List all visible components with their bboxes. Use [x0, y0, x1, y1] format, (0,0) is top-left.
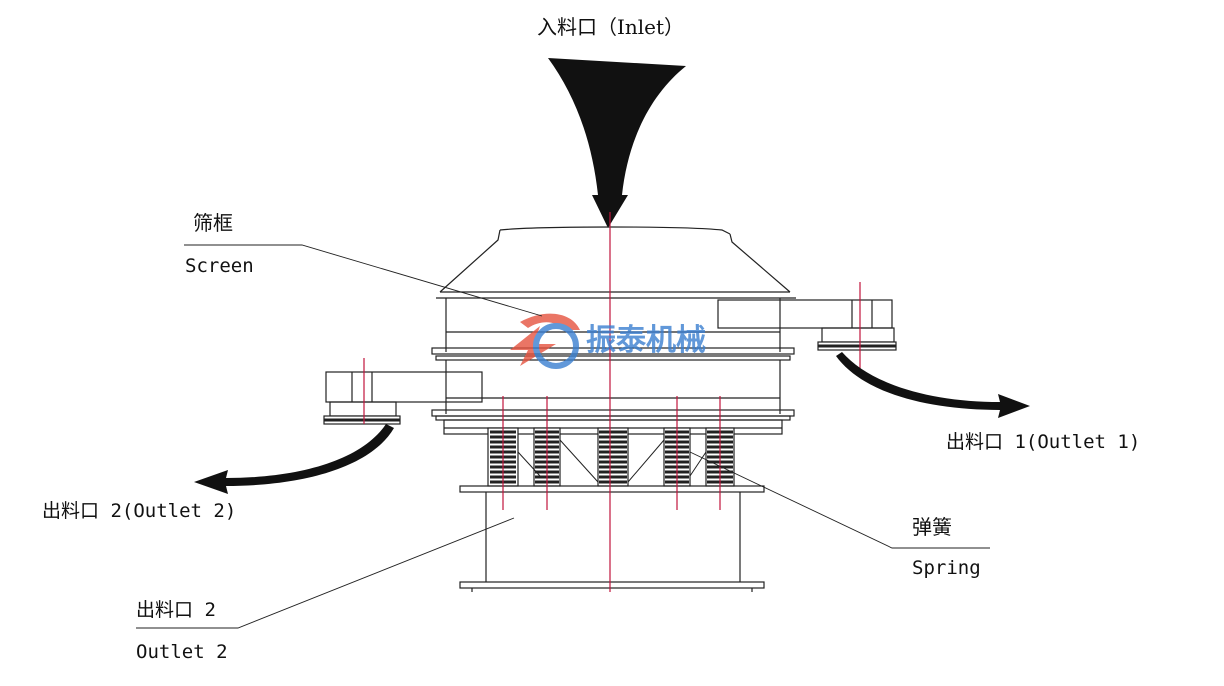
outlet-2-arrow	[194, 424, 394, 494]
leader-lines	[136, 244, 990, 629]
outlet-1-arrow	[836, 352, 1030, 418]
outlet-2-bottom-label-cn: 出料口 2	[136, 599, 216, 621]
spring-leader	[689, 451, 990, 549]
watermark-logo: 振泰机械	[510, 313, 706, 369]
top-cover	[436, 226, 796, 299]
centerlines	[363, 212, 861, 592]
spring-3	[597, 427, 629, 487]
outlet-1-label: 出料口 1(Outlet 1)	[946, 431, 1140, 453]
spring-label-en: Spring	[912, 557, 981, 579]
outlet-2-side-label: 出料口 2(Outlet 2)	[42, 500, 236, 522]
outlet-2-bottom-label-en: Outlet 2	[136, 641, 228, 663]
outlet-2-spout	[323, 371, 483, 425]
springs	[487, 427, 735, 487]
inlet-arrow	[548, 58, 686, 228]
screen-leader	[184, 244, 543, 317]
screen-frame-lower	[431, 360, 795, 435]
outlet-1-spout	[717, 299, 897, 351]
inlet-label: 入料口（Inlet）	[537, 15, 684, 39]
watermark-text: 振泰机械	[586, 323, 706, 358]
screen-frame-upper	[431, 298, 795, 361]
logo-blue-circle-icon	[533, 323, 579, 369]
screen-label-en: Screen	[185, 255, 254, 277]
base-stand	[459, 485, 765, 592]
screen-label-cn: 筛框	[193, 211, 233, 235]
outlet2-leader	[136, 517, 515, 629]
spring-label-cn: 弹簧	[912, 515, 952, 539]
